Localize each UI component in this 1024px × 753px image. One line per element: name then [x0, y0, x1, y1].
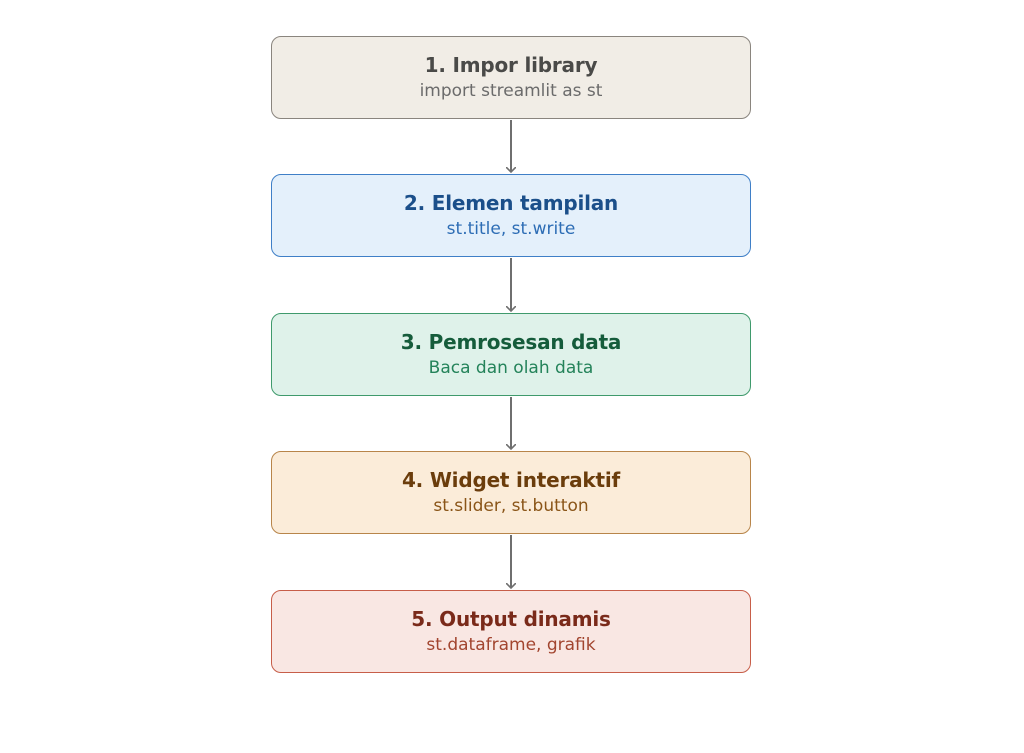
step-4-title: 4. Widget interaktif — [401, 468, 621, 492]
step-5-box: 5. Output dinamis st.dataframe, grafik — [271, 590, 751, 673]
step-4-box: 4. Widget interaktif st.slider, st.butto… — [271, 451, 751, 534]
step-2-subtitle: st.title, st.write — [446, 219, 576, 239]
step-5-subtitle: st.dataframe, grafik — [426, 635, 596, 655]
step-3-subtitle: Baca dan olah data — [428, 358, 594, 378]
step-4-subtitle: st.slider, st.button — [433, 496, 589, 516]
step-1-box: 1. Impor library import streamlit as st — [271, 36, 751, 119]
step-1-subtitle: import streamlit as st — [419, 81, 603, 101]
step-5-title: 5. Output dinamis — [411, 607, 611, 631]
step-2-title: 2. Elemen tampilan — [403, 191, 619, 215]
step-2-box: 2. Elemen tampilan st.title, st.write — [271, 174, 751, 257]
step-3-title: 3. Pemrosesan data — [400, 330, 622, 354]
step-3-box: 3. Pemrosesan data Baca dan olah data — [271, 313, 751, 396]
step-1-title: 1. Impor library — [424, 53, 598, 77]
